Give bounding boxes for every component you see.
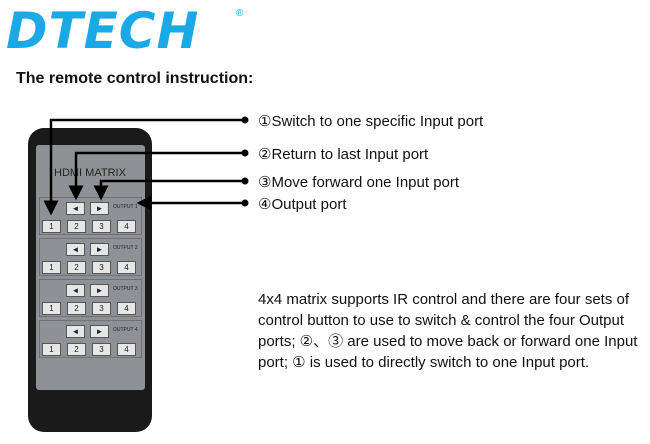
- next-input-button[interactable]: ►: [90, 325, 109, 338]
- prev-input-button[interactable]: ◄: [66, 243, 85, 256]
- input-button-2[interactable]: 2: [67, 302, 86, 315]
- input-button-4[interactable]: 4: [117, 261, 136, 274]
- callout-1: ①Switch to one specific Input port: [258, 113, 484, 130]
- input-button-3[interactable]: 3: [92, 302, 111, 315]
- input-button-2[interactable]: 2: [67, 343, 86, 356]
- callout-line-3: [93, 179, 245, 201]
- output-label: OUTPUT 2: [113, 245, 138, 251]
- callout-3: ③Move forward one Input port: [258, 174, 460, 191]
- input-button-2[interactable]: 2: [67, 261, 86, 274]
- input-button-4[interactable]: 4: [117, 343, 136, 356]
- prev-input-button[interactable]: ◄: [66, 202, 85, 215]
- input-button-1[interactable]: 1: [42, 343, 61, 356]
- input-button-3[interactable]: 3: [92, 261, 111, 274]
- output-label: OUTPUT 3: [113, 286, 138, 292]
- output-label: OUTPUT 1: [113, 204, 138, 210]
- input-button-1[interactable]: 1: [42, 261, 61, 274]
- dtech-logo: DTECH: [6, 2, 200, 60]
- input-button-3[interactable]: 3: [92, 343, 111, 356]
- page-title: The remote control instruction:: [16, 70, 254, 87]
- next-input-button[interactable]: ►: [90, 284, 109, 297]
- description: 4x4 matrix supports IR control and there…: [258, 291, 638, 371]
- next-input-button[interactable]: ►: [90, 243, 109, 256]
- input-button-1[interactable]: 1: [42, 302, 61, 315]
- input-button-4[interactable]: 4: [117, 302, 136, 315]
- input-button-3[interactable]: 3: [92, 220, 111, 233]
- input-button-2[interactable]: 2: [67, 220, 86, 233]
- callout-line-2: [68, 151, 245, 201]
- callout-2: ②Return to last Input port: [258, 146, 429, 163]
- input-button-1[interactable]: 1: [42, 220, 61, 233]
- output-label: OUTPUT 4: [113, 327, 138, 333]
- prev-input-button[interactable]: ◄: [66, 284, 85, 297]
- remote-header: HDMI MATRIX: [54, 167, 126, 179]
- prev-input-button[interactable]: ◄: [66, 325, 85, 338]
- registered-mark: ®: [236, 8, 244, 19]
- input-button-4[interactable]: 4: [117, 220, 136, 233]
- callout-4: ④Output port: [258, 196, 347, 213]
- callout-line-1: [43, 118, 245, 216]
- next-input-button[interactable]: ►: [90, 202, 109, 215]
